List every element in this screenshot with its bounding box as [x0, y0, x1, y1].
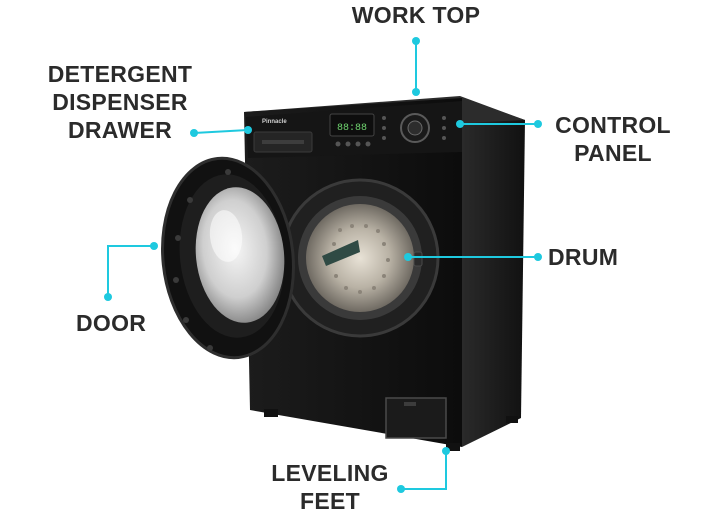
brand-badge: Pinnacle: [262, 119, 287, 125]
detergent-label-line-3: DRAWER: [67, 117, 173, 143]
work-top-dot-top: [412, 37, 420, 45]
control-panel-label: CONTROL PANEL: [538, 111, 688, 167]
door-label-line-1: DOOR: [76, 310, 147, 336]
drum-dot-right: [534, 253, 542, 261]
callout-dots: [104, 37, 542, 493]
door-dot-bottom: [104, 293, 112, 301]
detergent-label-line-1: DETERGENT: [47, 61, 193, 87]
control-panel-dot-right: [534, 120, 542, 128]
detergent-drawer-dot-left: [190, 129, 198, 137]
program-dial-center: [407, 120, 423, 136]
drum: [306, 204, 414, 312]
control-panel-label-line-2: PANEL: [574, 140, 652, 166]
detergent-label-line-2: DISPENSER: [52, 89, 188, 115]
door-dot-top: [150, 242, 158, 250]
drawer-handle: [262, 140, 304, 144]
door-leader: [107, 245, 155, 298]
leveling-foot-front-left: [264, 409, 278, 417]
leveling-feet-leader: [400, 450, 447, 490]
drum-label-line-1: DRUM: [548, 244, 619, 270]
drum-perforations: [330, 224, 390, 294]
leveling-feet-label-line-1: LEVELING: [271, 460, 389, 486]
work-top-label-line-1: WORK TOP: [351, 2, 481, 28]
leveling-foot-front-right: [446, 443, 460, 451]
door-label: DOOR: [76, 309, 146, 337]
control-panel-dot-left: [456, 120, 464, 128]
leveling-feet-label: LEVELING FEET: [260, 459, 400, 515]
display-screen: [329, 113, 375, 137]
leveling-feet-label-line-2: FEET: [300, 488, 360, 514]
leveling-feet-dot-top: [442, 447, 450, 455]
leveling-foot-back-right: [506, 416, 518, 423]
filter-cover-tab: [404, 402, 416, 406]
door-glass-highlight: [209, 210, 243, 262]
detergent-drawer-leader: [193, 129, 249, 134]
leveling-feet-dot-left: [397, 485, 405, 493]
door-latch: [413, 251, 423, 267]
detergent-drawer-dot-right: [244, 126, 252, 134]
work-top-dot-bottom: [412, 88, 420, 96]
drum-paddle: [322, 240, 360, 266]
side-panel: [462, 98, 525, 447]
callout-lines: [107, 40, 539, 490]
drum-dot-left: [404, 253, 412, 261]
display-readout: 88:88: [337, 123, 367, 134]
control-buttons: [335, 116, 446, 147]
washing-machine: Pinnacle 88:88: [161, 96, 525, 451]
control-panel-label-line-1: CONTROL: [555, 112, 671, 138]
door-bolts: [173, 169, 231, 351]
detergent-dispenser-drawer-label: DETERGENT DISPENSER DRAWER: [30, 60, 210, 144]
drum-label: DRUM: [548, 243, 618, 271]
work-top-label: WORK TOP: [326, 1, 506, 29]
